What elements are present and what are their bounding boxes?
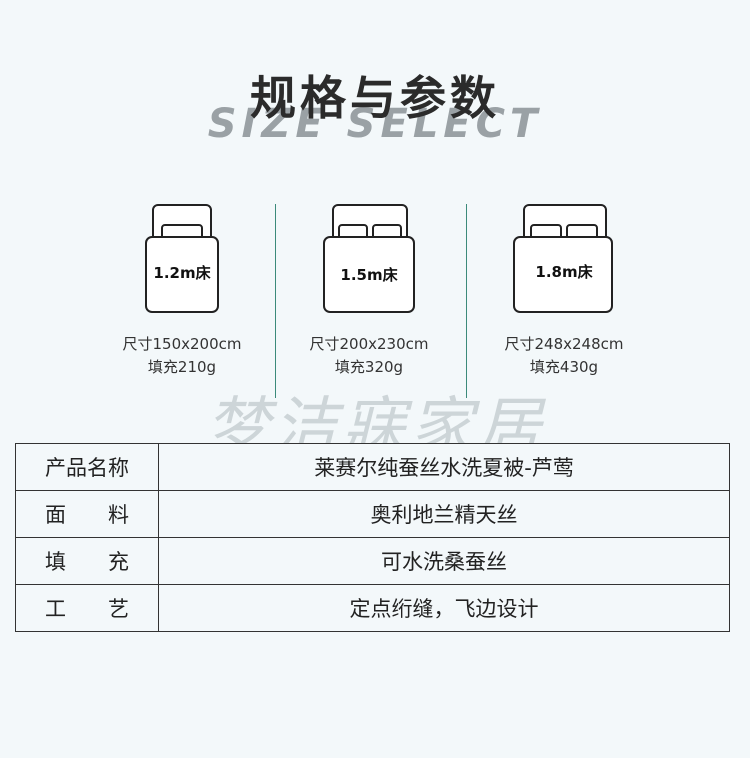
table-key: 填 充: [15, 537, 159, 585]
bed-size-1-5m: 1.5m床: [309, 204, 429, 314]
bed-size-1-2m: 1.2m床: [122, 204, 242, 314]
bed-icon: [513, 204, 613, 313]
bed-spec-1-8m: 尺寸248x248cm 填充430g: [464, 333, 664, 379]
bed-size-text: 尺寸248x248cm: [504, 335, 624, 353]
column-divider: [275, 204, 276, 398]
title-chinese: 规格与参数: [250, 71, 500, 125]
bed-label: 1.5m床: [340, 266, 398, 284]
bed-fill-text: 填充430g: [529, 358, 599, 376]
bed-size-text: 尺寸200x230cm: [309, 335, 429, 353]
bed-label: 1.8m床: [535, 263, 593, 281]
table-value: 莱赛尔纯蚕丝水洗夏被-芦莺: [158, 443, 730, 491]
product-spec-table: 产品名称 莱赛尔纯蚕丝水洗夏被-芦莺 面 料 奥利地兰精天丝 填 充 可水洗桑蚕…: [15, 443, 730, 632]
bed-icon: [323, 204, 415, 313]
table-row: 工 艺 定点绗缝，飞边设计: [15, 584, 730, 632]
bed-size-text: 尺寸150x200cm: [122, 335, 242, 353]
bed-spec-1-5m: 尺寸200x230cm 填充320g: [269, 333, 469, 379]
column-divider: [466, 204, 467, 398]
table-row: 产品名称 莱赛尔纯蚕丝水洗夏被-芦莺: [15, 443, 730, 491]
table-key: 面 料: [15, 490, 159, 538]
bed-fill-text: 填充210g: [147, 358, 217, 376]
bed-size-1-8m: 1.8m床: [504, 204, 624, 314]
bed-spec-1-2m: 尺寸150x200cm 填充210g: [82, 333, 282, 379]
bed-label: 1.2m床: [153, 264, 211, 282]
title-english: SIZE SELECT: [207, 101, 543, 147]
bed-fill-text: 填充320g: [334, 358, 404, 376]
header: SIZE SELECT 规格与参数: [0, 0, 750, 160]
table-row: 面 料 奥利地兰精天丝: [15, 490, 730, 538]
table-key: 产品名称: [15, 443, 159, 491]
table-row: 填 充 可水洗桑蚕丝: [15, 537, 730, 585]
table-value: 奥利地兰精天丝: [158, 490, 730, 538]
table-key: 工 艺: [15, 584, 159, 632]
bed-icon: [145, 204, 219, 313]
table-value: 定点绗缝，飞边设计: [158, 584, 730, 632]
table-value: 可水洗桑蚕丝: [158, 537, 730, 585]
